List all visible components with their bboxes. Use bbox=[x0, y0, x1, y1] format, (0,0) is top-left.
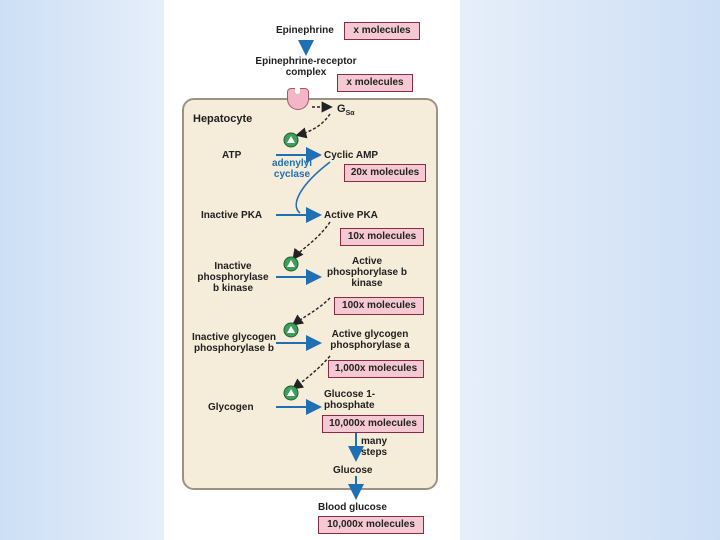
right-background-panel bbox=[460, 0, 720, 540]
active-pka-label: Active PKA bbox=[324, 210, 378, 221]
dashed-arrow-g-to-cyclase bbox=[295, 113, 331, 139]
active-kinase-label: Active phosphorylase b kinase bbox=[326, 256, 407, 289]
epinephrine-count-box: x molecules bbox=[344, 22, 420, 40]
activation-icon-3 bbox=[283, 322, 299, 338]
inactive-phosphorylase-label: Inactive glycogen phosphorylase b bbox=[192, 332, 276, 354]
left-background-panel bbox=[0, 0, 164, 540]
blood-glucose-label: Blood glucose bbox=[318, 502, 387, 513]
activation-icon-2 bbox=[283, 256, 299, 272]
camp-count-box: 20x molecules bbox=[344, 164, 426, 182]
activation-icon-1 bbox=[283, 132, 299, 148]
kinase-count-box: 100x molecules bbox=[334, 297, 424, 315]
cyclic-amp-label: Cyclic AMP bbox=[324, 150, 379, 161]
glycogen-label: Glycogen bbox=[208, 402, 254, 413]
g1p-count-box: 10,000x molecules bbox=[322, 415, 424, 433]
adenylyl-cyclase-line2: cyclase bbox=[273, 169, 311, 180]
complex-label-line2: complex bbox=[285, 67, 327, 78]
many-steps-label: many steps bbox=[361, 436, 388, 458]
inactive-pka-label: Inactive PKA bbox=[201, 210, 263, 221]
g-protein-label: GSα bbox=[337, 104, 355, 119]
dashed-arrow-kinase-to-phosphorylase bbox=[291, 297, 331, 326]
g-protein-subscript: Sα bbox=[345, 110, 355, 118]
inactive-kinase-label: Inactive phosphorylase b kinase bbox=[197, 261, 269, 294]
complex-label-line1: Epinephrine-receptor bbox=[255, 56, 357, 67]
hepatocyte-label: Hepatocyte bbox=[193, 113, 253, 125]
dashed-arrow-pka-to-kinase bbox=[292, 221, 331, 261]
active-phosphorylase-label: Active glycogen phosphorylase a bbox=[330, 329, 410, 351]
atp-label: ATP bbox=[222, 150, 242, 161]
phosphorylase-count-box: 1,000x molecules bbox=[328, 360, 424, 378]
complex-label: Epinephrine-receptor complex bbox=[246, 56, 366, 78]
adenylyl-cyclase-label: adenylyl cyclase bbox=[266, 158, 318, 180]
receptor-icon bbox=[287, 87, 309, 110]
glucose-label: Glucose bbox=[333, 465, 373, 476]
g-protein-letter: G bbox=[337, 103, 346, 115]
arrow-camp-activates-pka bbox=[295, 161, 331, 214]
blood-glucose-count-box: 10,000x molecules bbox=[318, 516, 424, 534]
glucose-1-phosphate-label: Glucose 1-phosphate bbox=[324, 389, 376, 411]
epinephrine-label: Epinephrine bbox=[276, 25, 334, 36]
pka-count-box: 10x molecules bbox=[340, 228, 424, 246]
activation-icon-4 bbox=[283, 385, 299, 401]
dashed-arrow-phosphorylase-to-glycogen bbox=[291, 355, 331, 390]
adenylyl-cyclase-line1: adenylyl bbox=[271, 158, 313, 169]
complex-count-box: x molecules bbox=[337, 74, 413, 92]
